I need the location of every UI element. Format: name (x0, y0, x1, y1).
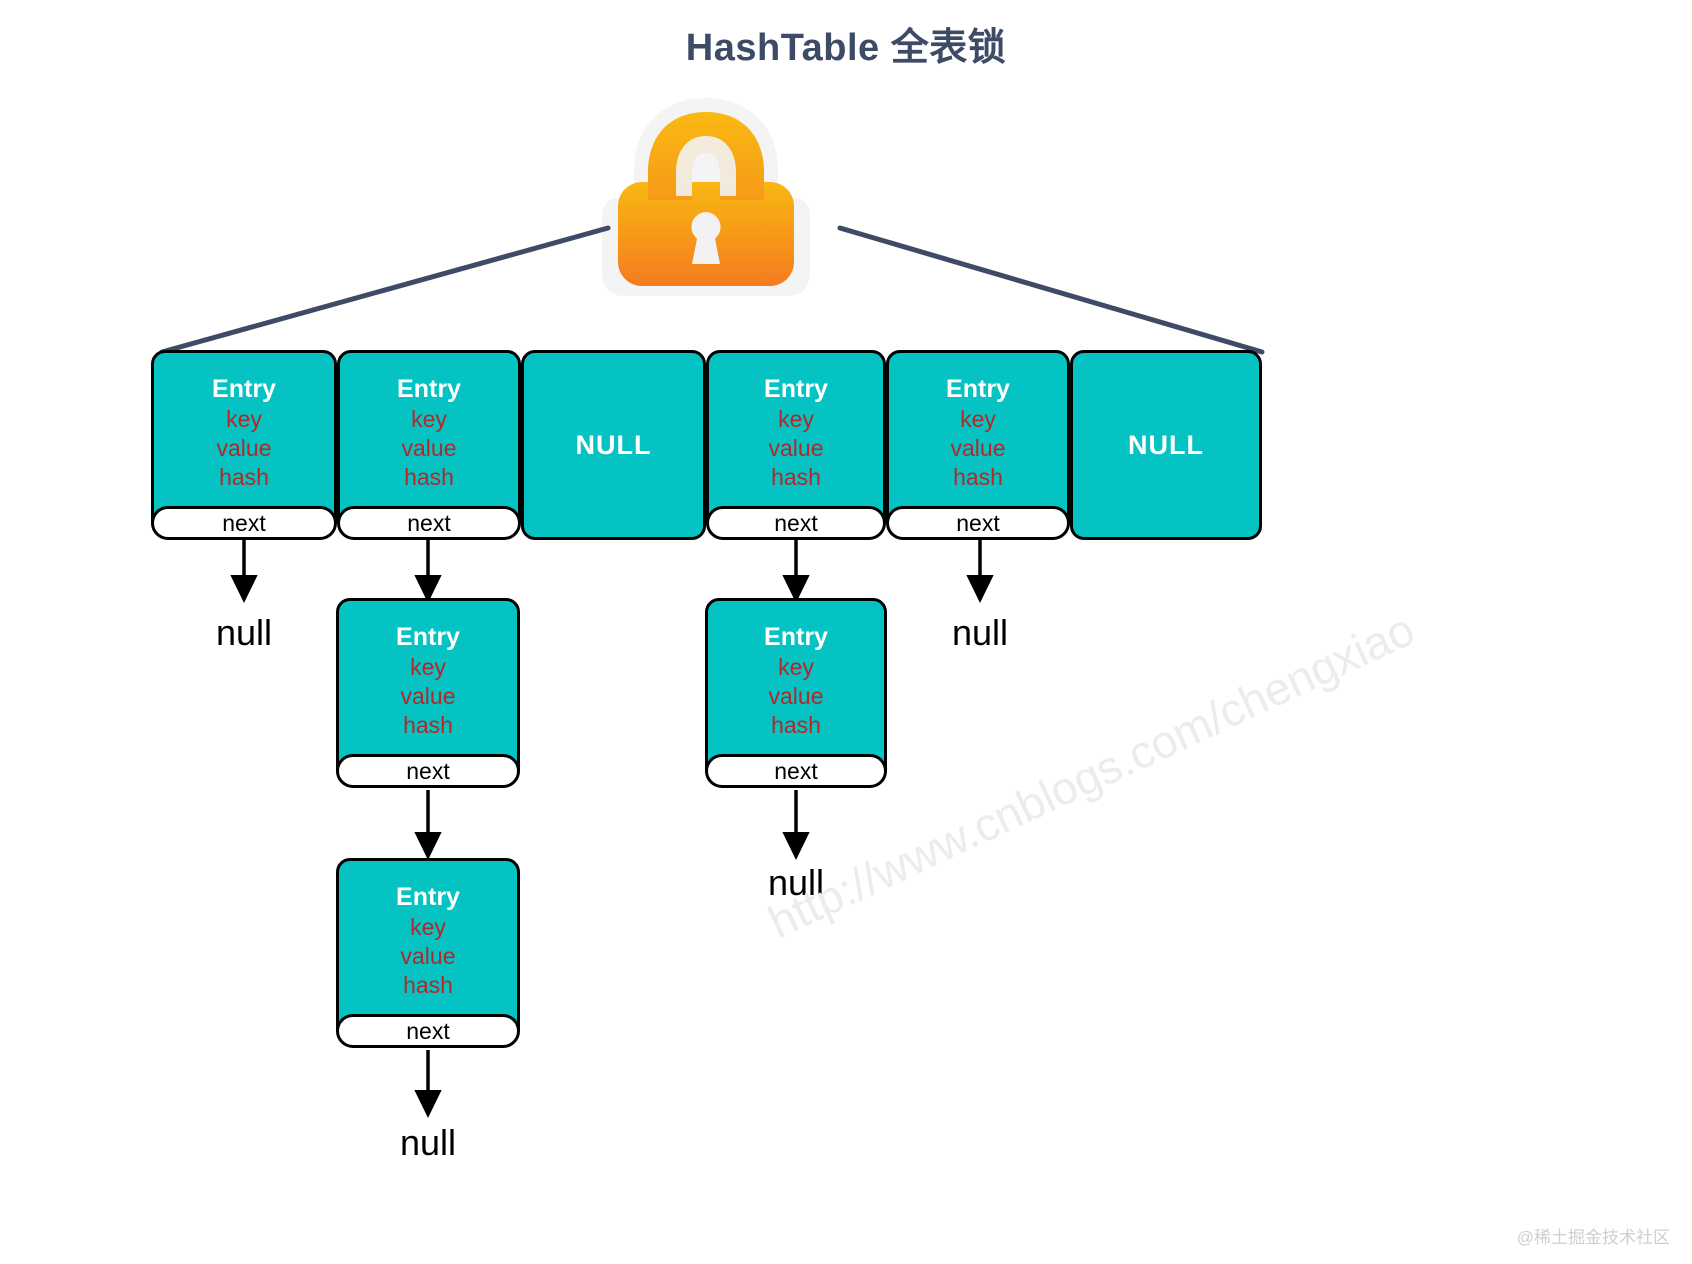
entry-title: Entry (764, 375, 828, 403)
entry-title: Entry (396, 883, 460, 911)
chain1-node2-next[interactable]: next (336, 1014, 520, 1048)
bucket-cell-3-body: Entry key value hash (709, 353, 883, 493)
bucket-cell-4-next[interactable]: next (886, 506, 1070, 540)
entry-field-hash: hash (771, 464, 821, 491)
null-cell-label: NULL (1128, 429, 1204, 460)
entry-field-hash: hash (404, 464, 454, 491)
entry-field-value: value (401, 434, 457, 461)
entry-field-hash: hash (403, 712, 453, 739)
bucket-cell-1[interactable]: Entry key value hash (337, 350, 521, 535)
entry-field-hash: hash (403, 972, 453, 999)
bucket-cell-3[interactable]: Entry key value hash (706, 350, 886, 535)
chain-null-bucket4: null (951, 612, 1009, 653)
chain3-terminator-null: null (767, 862, 825, 903)
entry-field-key: key (410, 913, 446, 940)
bucket-cell-2[interactable]: NULL (521, 350, 706, 540)
credit-watermark: @稀土掘金技术社区 (1516, 1228, 1670, 1247)
entry-field-key: key (410, 653, 446, 680)
chain1-node1-body: Entry key value hash (339, 601, 517, 741)
entry-field-hash: hash (771, 712, 821, 739)
bucket-cell-4[interactable]: Entry key value hash (886, 350, 1070, 535)
null-cell-label: NULL (575, 429, 652, 460)
entry-field-key: key (960, 405, 996, 432)
chain3-node1-next[interactable]: next (705, 754, 887, 788)
entry-title: Entry (212, 375, 276, 403)
entry-field-key: key (778, 653, 814, 680)
padlock-icon (596, 90, 816, 305)
page-title: HashTable 全表锁 (685, 27, 1007, 69)
entry-field-key: key (778, 405, 814, 432)
entry-field-value: value (768, 434, 824, 461)
bucket-cell-3-next[interactable]: next (706, 506, 886, 540)
bucket-cell-0[interactable]: Entry key value hash (151, 350, 337, 535)
bucket-cell-4-body: Entry key value hash (889, 353, 1067, 493)
chain-null-bucket0: null (215, 612, 273, 653)
entry-title: Entry (946, 375, 1010, 403)
lock-left-connector (159, 225, 611, 355)
lock-right-connector (837, 225, 1265, 355)
chain1-node2[interactable]: Entry key value hash (336, 858, 520, 1043)
entry-title: Entry (764, 623, 828, 651)
entry-title: Entry (397, 375, 461, 403)
entry-field-value: value (768, 682, 824, 709)
chain3-node1[interactable]: Entry key value hash (705, 598, 887, 783)
entry-field-value: value (400, 682, 456, 709)
entry-field-key: key (226, 405, 262, 432)
bucket-cell-0-body: Entry key value hash (154, 353, 334, 493)
entry-field-value: value (950, 434, 1006, 461)
entry-field-value: value (216, 434, 272, 461)
bucket-cell-1-body: Entry key value hash (340, 353, 518, 493)
chain1-terminator-null: null (399, 1122, 457, 1163)
bucket-cell-1-next[interactable]: next (337, 506, 521, 540)
entry-field-hash: hash (953, 464, 1003, 491)
padlock-icon-svg (602, 98, 810, 296)
chain1-node1-next[interactable]: next (336, 754, 520, 788)
entry-field-value: value (400, 942, 456, 969)
entry-title: Entry (396, 623, 460, 651)
bucket-cell-5[interactable]: NULL (1070, 350, 1262, 540)
chain1-node2-body: Entry key value hash (339, 861, 517, 1001)
entry-field-hash: hash (219, 464, 269, 491)
chain3-node1-body: Entry key value hash (708, 601, 884, 741)
bucket-cell-0-next[interactable]: next (151, 506, 337, 540)
chain1-node1[interactable]: Entry key value hash (336, 598, 520, 783)
entry-field-key: key (411, 405, 447, 432)
